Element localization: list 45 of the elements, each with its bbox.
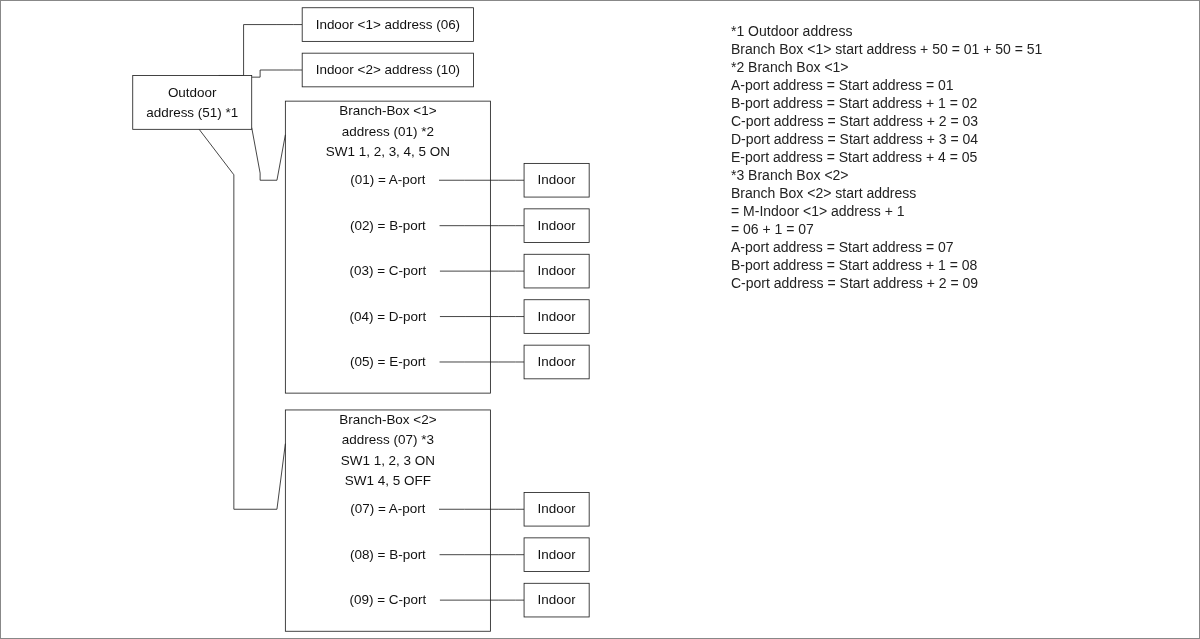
node-text: (03) = C-port [349, 263, 427, 278]
connector [439, 270, 525, 272]
note-text: D-port address = Start address + 3 = 04 [731, 131, 980, 147]
node-box: Indoor [523, 163, 590, 198]
node-box: Indoor [523, 582, 590, 618]
note-text: B-port address = Start address + 1 = 02 [731, 95, 979, 111]
connector [251, 127, 286, 181]
connector [438, 179, 525, 181]
connector [438, 225, 525, 227]
note-text: *2 Branch Box <1> [731, 59, 850, 75]
note-text: Branch Box <1> start address + 50 = 01 + 50 = 51 [731, 41, 1044, 57]
node-box: Outdoor address (51) *1 [132, 75, 253, 130]
node-text: (01) = A-port [350, 172, 426, 187]
node-text: (09) = C-port [349, 592, 427, 607]
node-text: (04) = D-port [349, 308, 427, 324]
note-text: E-port address = Start address + 4 = 05 [731, 149, 979, 165]
connector [251, 69, 303, 78]
node-box: Indoor [523, 344, 590, 380]
connector [438, 508, 525, 510]
note-text: Branch Box <2> start address [731, 185, 918, 201]
connector [438, 361, 525, 363]
note-text: B-port address = Start address + 1 = 08 [731, 257, 979, 273]
node-box: Indoor [523, 253, 590, 289]
node-text: (02) = B-port [349, 218, 426, 233]
node-box: Indoor <1> address (06) [301, 7, 475, 42]
node-text: (05) = E-port [349, 354, 426, 369]
connector [439, 599, 525, 601]
node-box: Indoor [523, 299, 590, 334]
node-box: Indoor [523, 208, 590, 243]
note-text: A-port address = Start address = 07 [731, 239, 955, 255]
node-text: (07) = A-port [350, 501, 426, 516]
connector [438, 554, 525, 556]
note-text: A-port address = Start address = 01 [731, 77, 955, 93]
note-text: = 06 + 1 = 07 [731, 221, 815, 237]
note-text: *1 Outdoor address [731, 23, 854, 39]
note-text: = M-Indoor <1> address + 1 [731, 203, 906, 219]
node-box: Indoor <2> address (10) [301, 52, 475, 88]
connector [198, 128, 286, 510]
node-text: (08) = B-port [349, 547, 426, 562]
note-text: C-port address = Start address + 2 = 03 [731, 113, 980, 129]
note-text: *3 Branch Box <2> [731, 167, 850, 183]
node-box: Indoor [523, 537, 590, 572]
node-box: Indoor [523, 492, 590, 527]
connector [439, 316, 525, 317]
note-text: C-port address = Start address + 2 = 09 [731, 275, 980, 291]
